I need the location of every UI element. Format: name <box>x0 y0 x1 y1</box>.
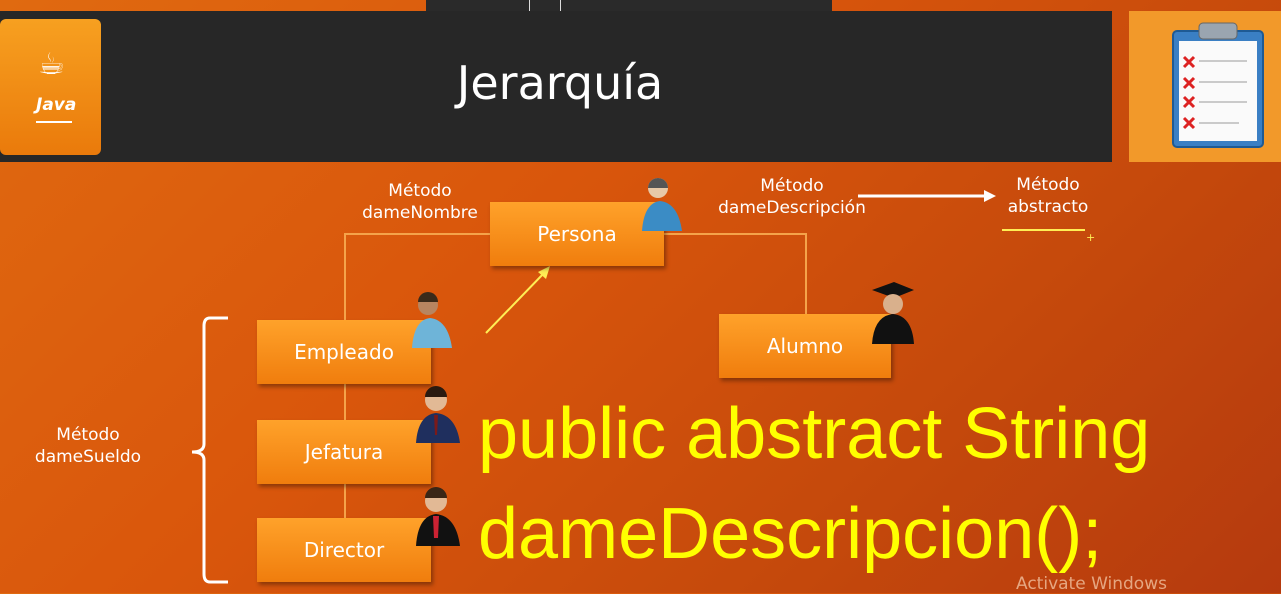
person-alumno-icon <box>872 282 914 344</box>
code-line-1: public abstract String <box>478 394 1151 474</box>
connector-persona-empleado <box>344 233 490 320</box>
node-empleado: Empleado <box>257 320 431 384</box>
label-dame-sueldo: Método dameSueldo <box>28 424 148 468</box>
label-dame-descripcion-line2: dameDescripción <box>718 198 866 218</box>
curly-brace <box>191 316 228 584</box>
node-jefatura: Jefatura <box>257 420 431 484</box>
clipboard-icon <box>1172 22 1264 148</box>
svg-text:+: + <box>1086 231 1095 244</box>
title-bar <box>0 11 1112 162</box>
java-logo-text: Java <box>36 95 77 115</box>
activate-windows-watermark: Activate Windows <box>1016 574 1167 594</box>
person-director-icon <box>416 487 460 546</box>
label-metodo-abstracto: Método abstracto <box>988 174 1108 218</box>
person-empleado-icon <box>412 292 452 348</box>
label-dame-nombre-line1: Método <box>388 181 452 201</box>
label-dame-descripcion: Método dameDescripción <box>702 175 882 219</box>
java-logo: ☕ Java <box>0 19 101 155</box>
label-metodo-abstracto-line1: Método <box>1016 175 1080 195</box>
label-dame-nombre-line2: dameNombre <box>362 203 478 223</box>
label-dame-sueldo-line1: Método <box>56 425 120 445</box>
label-dame-nombre: Método dameNombre <box>340 180 500 224</box>
slide-title: Jerarquía <box>456 56 664 110</box>
label-metodo-abstracto-line2: abstracto <box>1007 197 1089 217</box>
person-jefatura-icon <box>416 386 460 443</box>
logo-underline <box>36 121 72 123</box>
node-persona: Persona <box>490 202 664 266</box>
label-dame-descripcion-line1: Método <box>760 176 824 196</box>
clipboard-tile <box>1129 11 1281 162</box>
node-director: Director <box>257 518 431 582</box>
yellow-arrow <box>485 271 546 334</box>
connector-persona-alumno <box>664 233 807 314</box>
label-dame-sueldo-line2: dameSueldo <box>34 447 142 467</box>
person-persona-icon <box>642 178 682 231</box>
coffee-cup-icon: ☕ <box>38 47 65 82</box>
code-line-2: dameDescripcion(); <box>478 494 1103 574</box>
node-alumno: Alumno <box>719 314 891 378</box>
